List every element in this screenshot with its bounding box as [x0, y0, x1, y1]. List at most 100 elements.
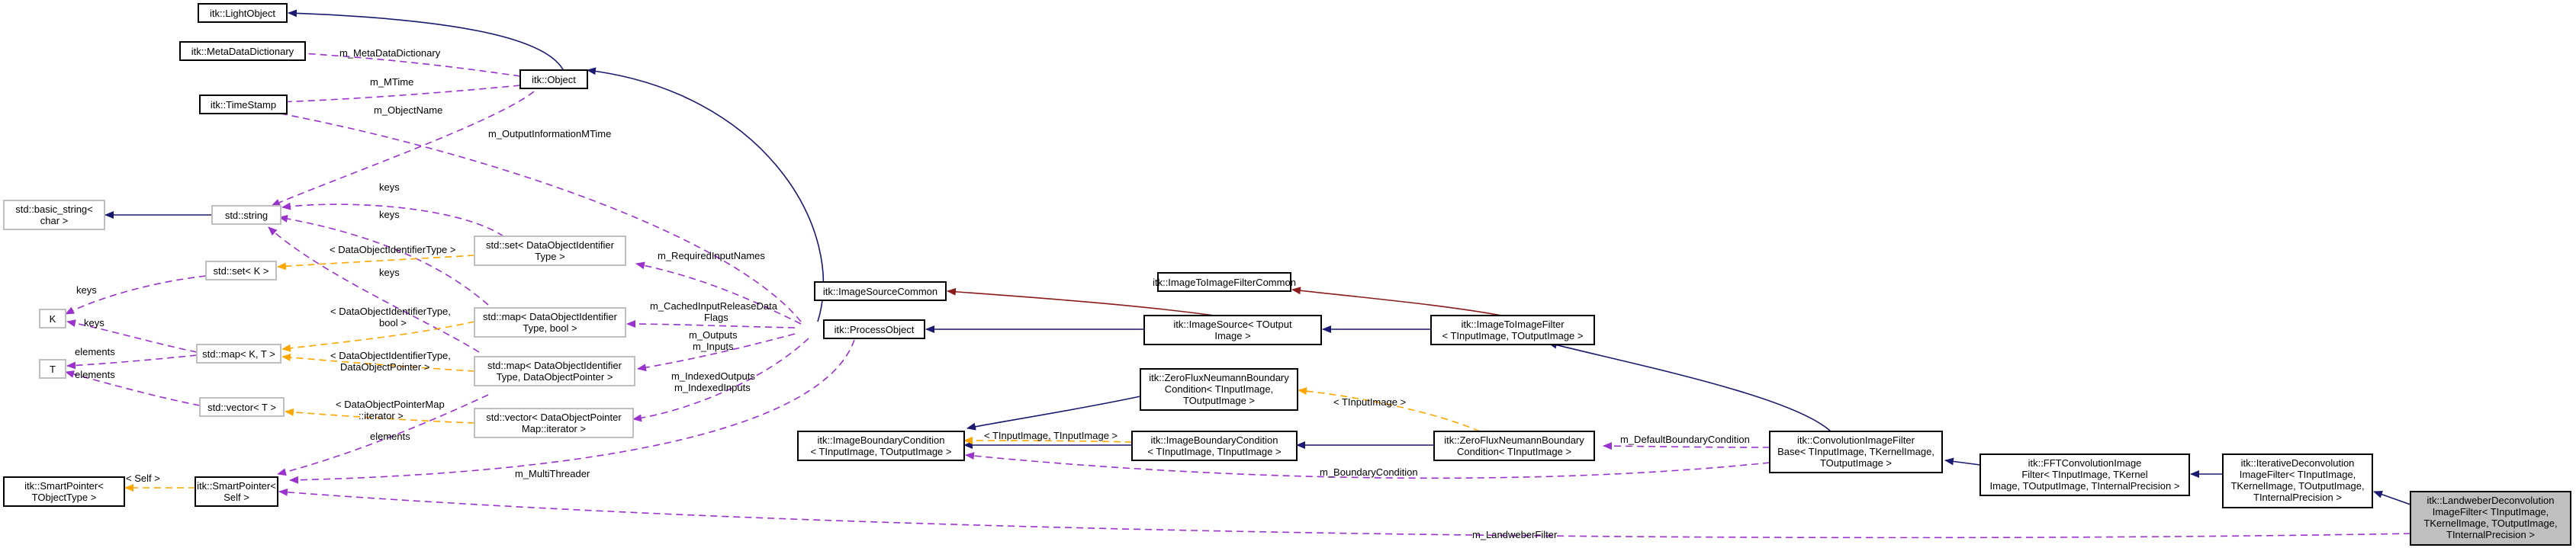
node-t[interactable]: T: [39, 359, 66, 379]
node-label: Type, DataObjectPointer >: [497, 371, 613, 383]
node-label: < TInputImage, TInputImage >: [1147, 446, 1281, 457]
node-label: itk::MetaDataDictionary: [191, 46, 294, 57]
node-itk-object[interactable]: itk::Object: [519, 69, 588, 89]
edge-label: m_Outputs: [689, 329, 738, 341]
edge-processobject-requiredinputnames: [635, 261, 802, 325]
node-itk-fftconvolutionimagefilter[interactable]: itk::FFTConvolutionImage Filter< TInputI…: [1979, 453, 2190, 496]
edge-processobject-outputinfomtime: [251, 106, 802, 322]
node-std-basic-string[interactable]: std::basic_string< char >: [3, 200, 105, 230]
node-itk-imagesource[interactable]: itk::ImageSource< TOutput Image >: [1143, 315, 1322, 345]
edge-ibcinst-templ: [963, 437, 1133, 445]
node-label: Condition< TInputImage >: [1457, 446, 1571, 457]
node-label: itk::LandweberDeconvolution: [2427, 495, 2555, 506]
edge-processobject-multithreader: [289, 339, 855, 484]
node-label: itk::ImageSourceCommon: [823, 286, 937, 297]
edge-convbase-defaultbc: [1603, 442, 1770, 450]
edge-smartptr-elements: [277, 394, 489, 476]
node-itk-iterativedeconvolutionimagefilter[interactable]: itk::IterativeDeconvolution ImageFilter<…: [2222, 453, 2373, 508]
node-label: itk::ImageToImageFilterCommon: [1153, 277, 1296, 288]
node-std-vector-dop[interactable]: std::vector< DataObjectPointer Map::iter…: [474, 408, 634, 438]
node-label: Image, TOutputImage, TInternalPrecision …: [1990, 480, 2180, 492]
node-label: Image >: [1214, 330, 1250, 341]
node-label: std::map< DataObjectIdentifier: [483, 311, 618, 322]
node-label: K: [50, 313, 56, 325]
node-itk-imagesourcecommon[interactable]: itk::ImageSourceCommon: [814, 281, 947, 301]
edge-label: keys: [84, 317, 105, 328]
node-label: itk::TimeStamp: [211, 99, 276, 111]
edge-label: < TInputImage, TInputImage >: [984, 430, 1118, 441]
edge-fftconv-inherits-convbase: [1944, 457, 1981, 466]
node-label: std::vector< DataObjectPointer: [486, 412, 622, 423]
node-itk-landweberdeconvolutionimagefilter[interactable]: itk::LandweberDeconvolution ImageFilter<…: [2410, 491, 2571, 546]
node-itk-imagetoimagefiltercommon[interactable]: itk::ImageToImageFilterCommon: [1153, 272, 1296, 292]
edge-label: keys: [379, 181, 400, 193]
node-label: std::map< DataObjectIdentifier: [487, 360, 622, 371]
node-label: itk::Object: [532, 74, 576, 85]
node-label: < TInputImage, TOutputImage >: [1442, 330, 1583, 341]
node-label: < TInputImage, TOutputImage >: [810, 446, 951, 457]
edge-setk-keys: [65, 275, 207, 315]
node-itk-smartpointer-tobjecttype[interactable]: itk::SmartPointer< TObjectType >: [3, 476, 125, 507]
edge-label: m_ObjectName: [374, 104, 442, 116]
edge-convbase-bc: [965, 452, 1770, 479]
node-label: Base< TInputImage, TKernelImage,: [1777, 446, 1934, 457]
edge-mapkt-elements: [66, 354, 198, 370]
node-itk-convolutionimagefilterbase[interactable]: itk::ConvolutionImageFilter Base< TInput…: [1769, 431, 1943, 473]
edge-processobject-cachedinput: [626, 320, 796, 328]
node-std-map-doid-dop[interactable]: std::map< DataObjectIdentifier Type, Dat…: [474, 356, 635, 386]
node-label: TKernelImage, TOutputImage,: [2423, 518, 2557, 529]
edge-object-inherits-lightobject: [288, 9, 565, 73]
edge-convbase-inherits-imagetoimage: [1548, 341, 1832, 432]
edge-label: elements: [75, 346, 115, 357]
node-itk-timestamp[interactable]: itk::TimeStamp: [199, 95, 288, 114]
node-label: itk::ImageBoundaryCondition: [818, 434, 945, 446]
edge-vectort-elements: [65, 370, 201, 406]
node-std-string[interactable]: std::string: [211, 205, 281, 225]
node-std-vector-t[interactable]: std::vector< T >: [199, 397, 285, 417]
node-label: char >: [40, 215, 69, 226]
edge-label: < TInputImage >: [1333, 396, 1406, 408]
node-label: std::set< K >: [214, 265, 269, 277]
node-label: Condition< TInputImage,: [1165, 383, 1274, 395]
node-label: itk::FFTConvolutionImage: [2028, 457, 2142, 469]
edge-label: ::iterator >: [359, 410, 404, 421]
node-itk-zerofluxneumann-inst[interactable]: itk::ZeroFluxNeumannBoundary Condition< …: [1433, 431, 1595, 461]
edge-label: m_DefaultBoundaryCondition: [1620, 434, 1750, 445]
edge-mapdoiddop-keys: [268, 226, 480, 353]
edge-label: < DataObjectPointerMap: [336, 399, 445, 410]
node-itk-lightobject[interactable]: itk::LightObject: [198, 3, 288, 23]
node-itk-metadatadictionary[interactable]: itk::MetaDataDictionary: [179, 41, 306, 61]
node-label: itk::ImageBoundaryCondition: [1151, 434, 1278, 446]
node-label: itk::ImageToImageFilter: [1461, 319, 1565, 330]
node-itk-zerofluxneumann-generic[interactable]: itk::ZeroFluxNeumannBoundary Condition< …: [1140, 368, 1298, 411]
node-std-set-doid[interactable]: std::set< DataObjectIdentifier Type >: [474, 236, 626, 266]
edge-label: < Self >: [126, 473, 160, 484]
node-std-set-k[interactable]: std::set< K >: [205, 261, 277, 280]
edge-label: keys: [379, 267, 400, 278]
edge-setdoid-keys: [281, 202, 504, 237]
node-itk-processobject[interactable]: itk::ProcessObject: [823, 319, 925, 339]
node-label: std::basic_string<: [15, 203, 93, 215]
edge-label: Flags: [704, 312, 728, 323]
node-label: itk::LightObject: [210, 8, 275, 19]
edge-imagesource-implements-common: [947, 287, 1237, 319]
node-label: Type, bool >: [523, 322, 577, 334]
node-itk-smartpointer-self[interactable]: itk::SmartPointer< Self >: [195, 476, 278, 507]
node-label: std::string: [225, 210, 268, 221]
node-label: itk::ProcessObject: [835, 324, 915, 335]
node-std-map-kt[interactable]: std::map< K, T >: [196, 344, 281, 364]
node-label: TObjectType >: [32, 492, 97, 503]
node-label: TOutputImage >: [1183, 395, 1255, 406]
node-itk-imageboundarycondition-generic[interactable]: itk::ImageBoundaryCondition < TInputImag…: [797, 431, 965, 461]
node-label: Type >: [535, 251, 564, 262]
node-std-map-doid-bool[interactable]: std::map< DataObjectIdentifier Type, boo…: [474, 307, 626, 338]
edge-mapdoidbool-templ: [281, 321, 475, 352]
edge-processobject-indexed: [632, 338, 809, 422]
edge-processobject-inherits-object: [587, 67, 825, 322]
node-k[interactable]: K: [39, 309, 66, 328]
edge-processobject-outputs: [637, 333, 796, 372]
edge-label: m_MTime: [370, 76, 413, 88]
node-itk-imageboundarycondition-inst[interactable]: itk::ImageBoundaryCondition < TInputImag…: [1131, 431, 1298, 461]
node-itk-imagetoimagefilter[interactable]: itk::ImageToImageFilter < TInputImage, T…: [1430, 315, 1595, 345]
